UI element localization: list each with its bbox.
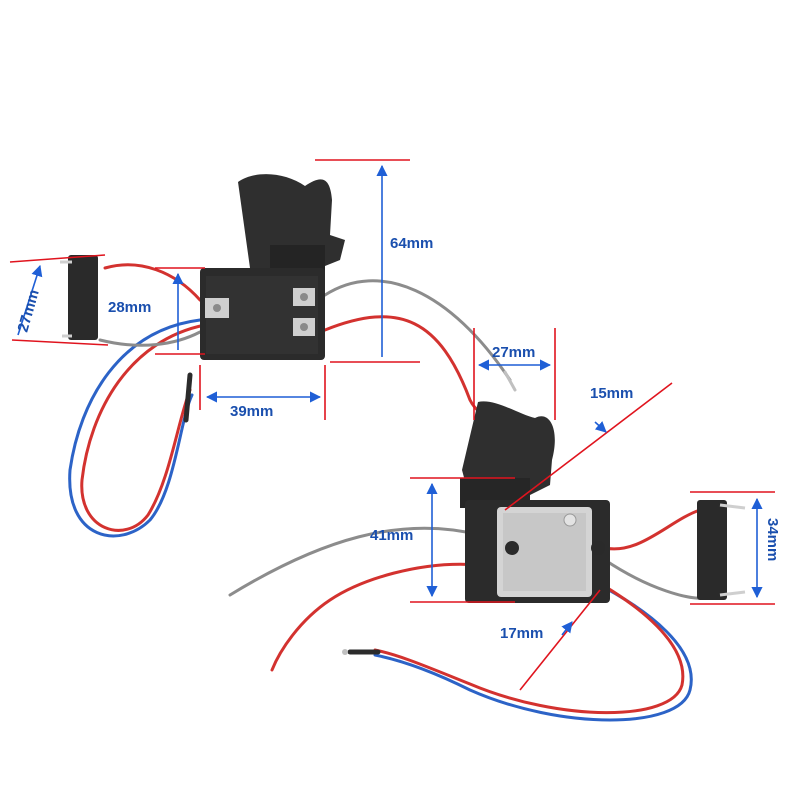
dimension-lines [9, 159, 775, 691]
dim-label-15: 15mm [590, 385, 633, 402]
trigger-switch-side [460, 401, 610, 603]
battery-contact-right [697, 500, 746, 600]
trigger-icon [238, 174, 345, 268]
contact-plate-icon [68, 255, 98, 340]
dim-label-27-left: 27mm [15, 288, 43, 334]
dim-label-27-top: 27mm [492, 344, 535, 361]
battery-contact-left [60, 255, 98, 340]
dimension-arrows [17, 164, 763, 636]
dim-label-64: 64mm [390, 235, 433, 252]
dim-label-17: 17mm [500, 625, 543, 642]
trigger-switch-front [200, 174, 345, 360]
dim-label-39: 39mm [230, 403, 273, 420]
dim-label-34: 34mm [764, 518, 781, 561]
contact-plate-icon [697, 500, 727, 600]
wires [68, 263, 707, 722]
trigger-icon [462, 401, 555, 500]
dimension-labels: 64mm 28mm 27mm 39mm 27mm 15mm 41mm 17mm … [15, 235, 781, 642]
dim-label-28: 28mm [108, 299, 151, 316]
dim-label-41: 41mm [370, 527, 413, 544]
